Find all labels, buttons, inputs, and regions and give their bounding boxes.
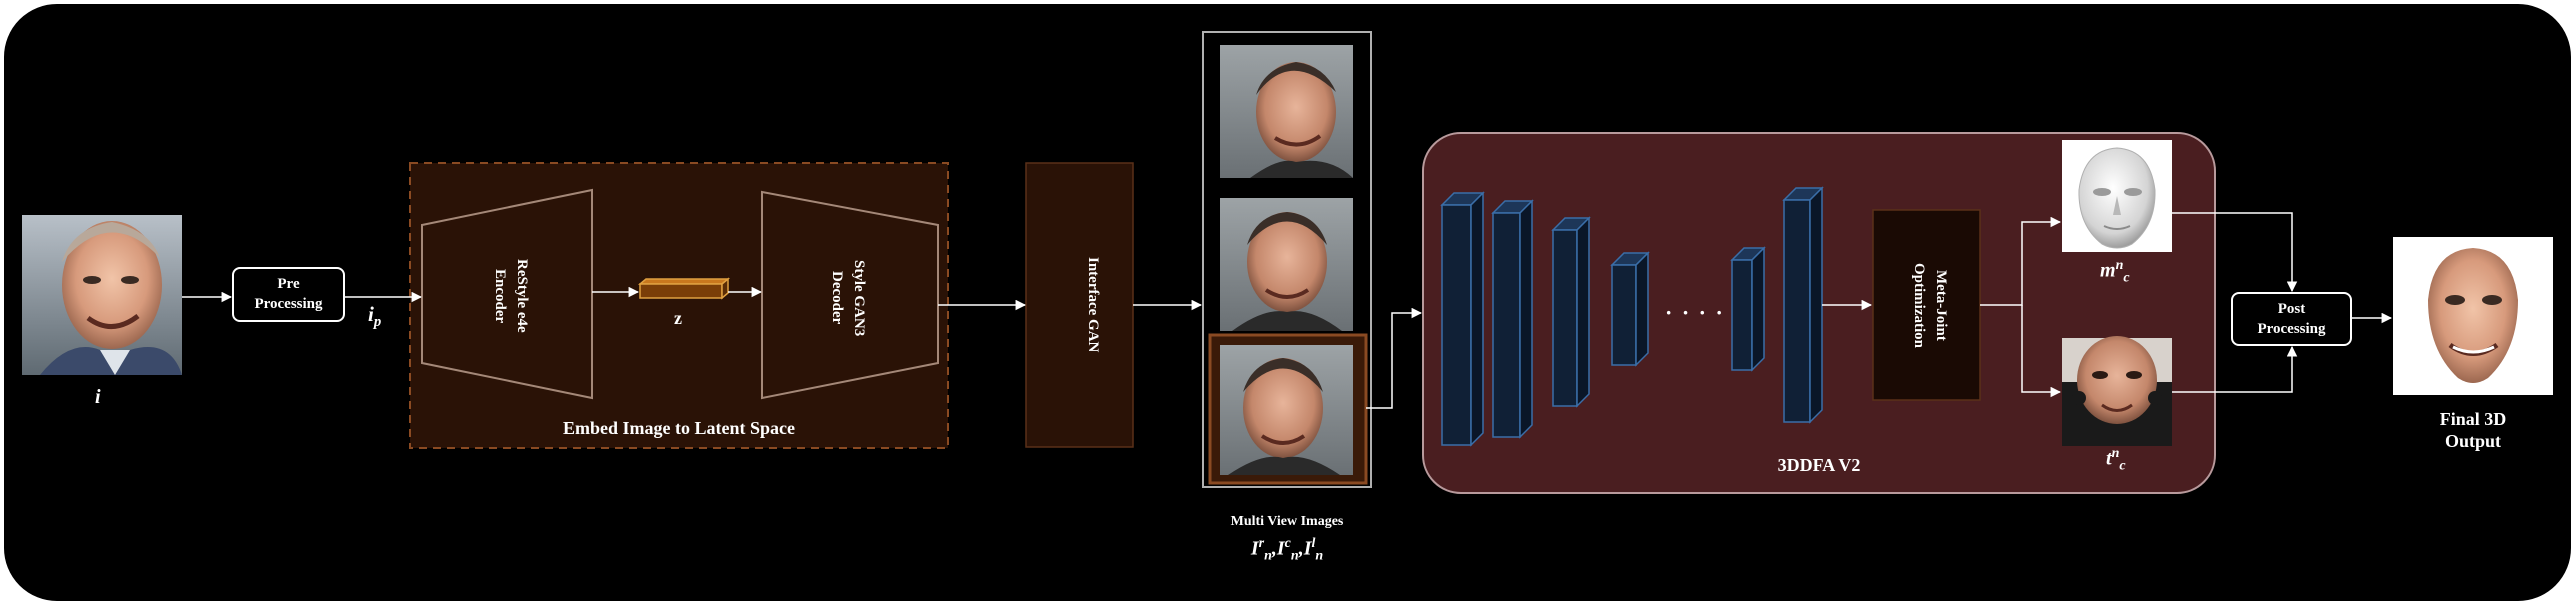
multi-view-title: Multi View Images: [1190, 514, 1384, 530]
network-layer: [1493, 201, 1532, 437]
decoder-label: Style GAN3 Decoder: [822, 248, 870, 348]
formula-sub: n: [1315, 549, 1323, 564]
ddfa-ellipsis: · · · ·: [1665, 300, 1725, 326]
face-texture-icon: [2062, 336, 2172, 446]
texture-label-sub: c: [2119, 459, 2125, 474]
final-output-line1: Final 3D: [2393, 408, 2553, 430]
meta-joint-label: Meta-Joint Optimization: [1900, 230, 1952, 380]
final-output-line2: Output: [2393, 430, 2553, 452]
final-face-icon: [2393, 237, 2553, 395]
formula-sub: n: [1264, 549, 1272, 564]
interface-gan-label: Interface GAN: [1056, 240, 1104, 370]
mesh-label-base: m: [2100, 260, 2116, 282]
input-face-photo: [22, 215, 182, 375]
mesh-label-sub: c: [2123, 271, 2129, 286]
encoder-label: ReStyle e4e Encoder: [485, 238, 533, 354]
latent-vector-shape: [640, 279, 728, 298]
multi-view-formula: Irn,Icn,Iln: [1190, 536, 1384, 565]
post-processing-label: Post Processing: [2232, 299, 2351, 339]
face-mesh-icon: [2062, 140, 2172, 252]
formula-sub: n: [1291, 549, 1299, 564]
multi-view-face-left: [1210, 335, 1366, 483]
ip-sub: p: [374, 314, 381, 330]
input-symbol: i: [95, 386, 101, 409]
network-layer: [1612, 253, 1648, 365]
ip-symbol: ip: [368, 302, 381, 331]
embed-caption: Embed Image to Latent Space: [410, 418, 948, 439]
latent-z-label: z: [674, 308, 682, 329]
post-processing-line2: Processing: [2232, 319, 2351, 339]
network-layer: [1784, 188, 1822, 422]
formula-base: I: [1251, 538, 1259, 560]
pre-processing-line1: Pre: [233, 274, 344, 294]
final-output-label: Final 3D Output: [2393, 408, 2553, 452]
texture-label: tnc: [2106, 446, 2126, 475]
multi-view-face-center: [1220, 198, 1353, 331]
network-layer: [1732, 248, 1764, 370]
ddfa-caption: 3DDFA V2: [1423, 455, 2215, 476]
network-layer: [1553, 218, 1589, 406]
formula-base: I: [1277, 538, 1285, 560]
mesh-label: mnc: [2100, 258, 2130, 287]
network-layer: [1442, 193, 1483, 445]
pre-processing-label: Pre Processing: [233, 274, 344, 314]
multi-view-face-right: [1220, 45, 1353, 178]
post-processing-line1: Post: [2232, 299, 2351, 319]
pre-processing-line2: Processing: [233, 294, 344, 314]
